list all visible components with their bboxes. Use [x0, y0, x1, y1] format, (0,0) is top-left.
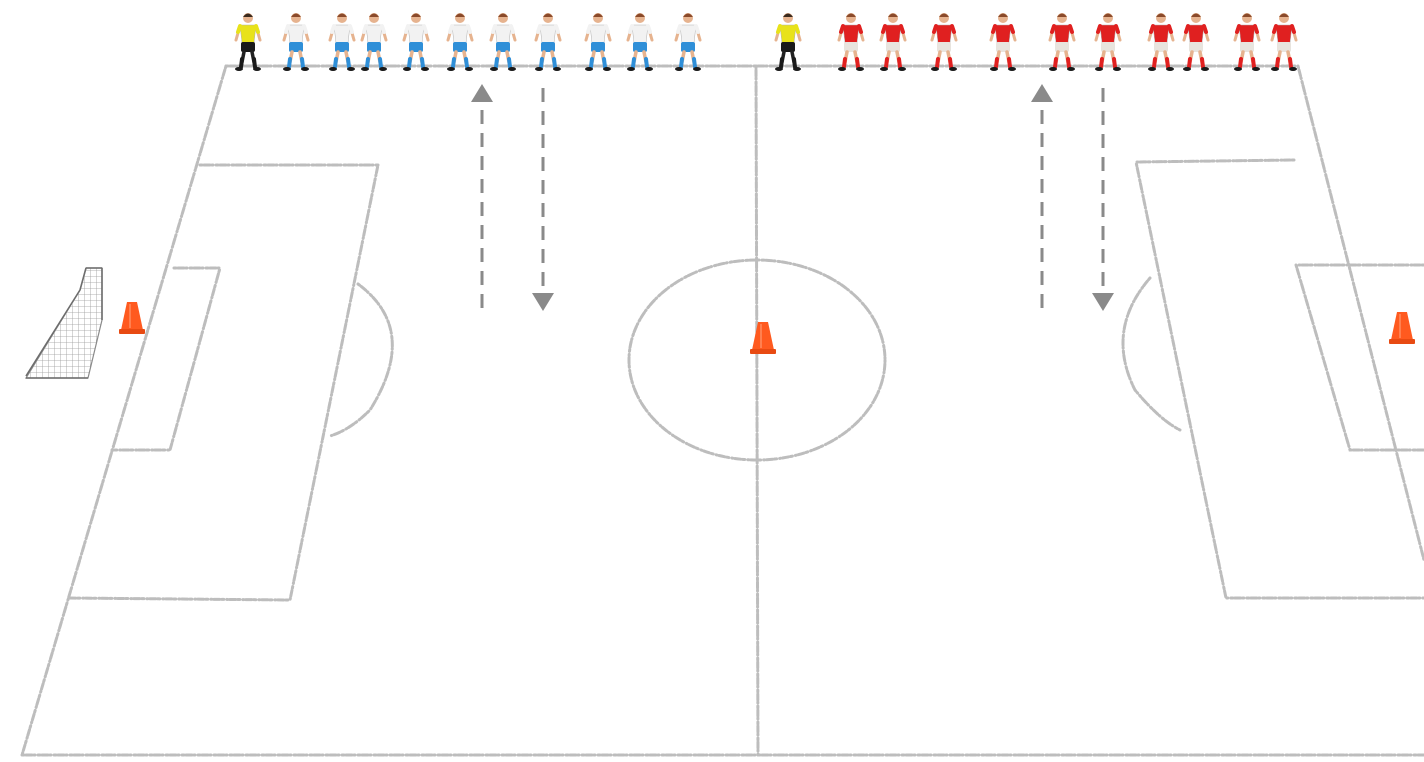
right-goal-area	[1296, 265, 1424, 450]
player-icon	[838, 13, 864, 71]
cones	[119, 302, 1415, 354]
right-penalty-area	[1136, 160, 1424, 598]
arrow-up-icon	[471, 84, 493, 308]
player-icon	[447, 13, 473, 71]
left-goal-area	[112, 268, 220, 450]
pitch-lines	[22, 66, 1424, 755]
player-icon	[931, 13, 957, 71]
player-icon	[283, 13, 309, 71]
player-icon	[585, 13, 611, 71]
arrow-down-icon	[1092, 88, 1114, 311]
player-icon	[490, 13, 516, 71]
cone-icon	[119, 302, 145, 334]
referee-icon	[235, 13, 261, 71]
right-penalty-arc	[1123, 278, 1180, 430]
player-icon	[1271, 13, 1297, 71]
player-icon	[361, 13, 387, 71]
player-icon	[627, 13, 653, 71]
player-icon	[990, 13, 1016, 71]
referee-icon	[775, 13, 801, 71]
arrow-up-icon	[1031, 84, 1053, 308]
players	[235, 13, 1297, 71]
goal-line-left	[22, 66, 226, 755]
goal-net-icon	[26, 268, 102, 378]
movement-arrows	[471, 84, 1114, 311]
player-icon	[1148, 13, 1174, 71]
cone-icon	[1389, 312, 1415, 344]
left-penalty-area	[68, 165, 378, 600]
player-icon	[880, 13, 906, 71]
player-icon	[675, 13, 701, 71]
player-icon	[535, 13, 561, 71]
player-icon	[1234, 13, 1260, 71]
player-icon	[403, 13, 429, 71]
arrow-down-icon	[532, 88, 554, 311]
player-icon	[1095, 13, 1121, 71]
player-icon	[1183, 13, 1209, 71]
halfway-line	[756, 66, 758, 755]
cone-icon	[750, 322, 776, 354]
player-icon	[1049, 13, 1075, 71]
player-icon	[329, 13, 355, 71]
